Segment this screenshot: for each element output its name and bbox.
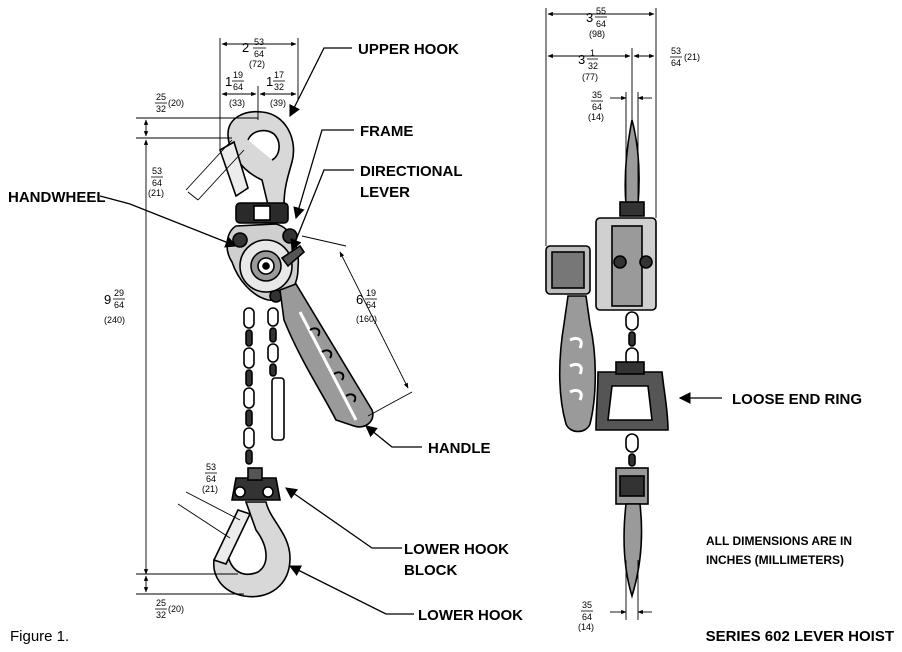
svg-text:(21): (21) (684, 52, 700, 62)
svg-text:1: 1 (266, 74, 273, 89)
svg-text:35: 35 (592, 90, 602, 100)
svg-text:3: 3 (578, 52, 585, 67)
svg-text:32: 32 (274, 82, 284, 92)
dim-chain-width-bottom: 35 64 (14) (578, 600, 594, 632)
label-frame: FRAME (360, 123, 413, 140)
svg-text:(77): (77) (582, 72, 598, 82)
dim-upper-throat: 53 64 (21) (148, 166, 164, 198)
leader-handle (365, 425, 422, 448)
label-directional-lever-line1: DIRECTIONAL (360, 163, 463, 180)
leader-directional-lever (290, 169, 354, 252)
svg-text:55: 55 (596, 6, 606, 16)
svg-text:64: 64 (206, 474, 216, 484)
dim-side-right: 53 64 (21) (670, 46, 700, 68)
dim-side-left: 3 1 32 (77) (578, 48, 598, 82)
label-handle: HANDLE (428, 440, 491, 457)
dim-right-half: 1 17 32 (39) (266, 70, 286, 108)
svg-text:17: 17 (274, 70, 284, 80)
svg-text:25: 25 (156, 92, 166, 102)
lower-hook-shape (213, 501, 291, 598)
label-lower-hook-block-line2: BLOCK (404, 562, 457, 579)
svg-text:53: 53 (254, 37, 264, 47)
figure-caption: Figure 1. (10, 628, 70, 645)
svg-text:64: 64 (671, 58, 681, 68)
svg-text:(72): (72) (249, 59, 265, 69)
dim-handle-length: 6 19 64 (160) (356, 288, 377, 324)
svg-text:64: 64 (582, 612, 592, 622)
svg-text:64: 64 (233, 82, 243, 92)
leader-upper-hook (289, 47, 352, 118)
svg-text:(98): (98) (589, 29, 605, 39)
dim-chain-width-top: 35 64 (14) (588, 90, 604, 122)
svg-text:19: 19 (366, 288, 376, 298)
svg-text:35: 35 (582, 600, 592, 610)
svg-text:64: 64 (366, 300, 376, 310)
label-lower-hook-block-line1: LOWER HOOK (404, 541, 509, 558)
svg-text:1: 1 (590, 48, 595, 58)
svg-text:29: 29 (114, 288, 124, 298)
series-title: SERIES 602 LEVER HOIST (705, 628, 894, 645)
svg-text:(21): (21) (148, 188, 164, 198)
svg-text:(39): (39) (270, 98, 286, 108)
leader-frame (293, 129, 354, 220)
label-handwheel: HANDWHEEL (8, 189, 106, 206)
dim-top-width: 2 53 64 (72) (242, 37, 266, 69)
svg-text:(14): (14) (588, 112, 604, 122)
svg-text:53: 53 (206, 462, 216, 472)
svg-text:(240): (240) (104, 315, 125, 325)
dim-upper-offset: 25 32 (20) (155, 92, 184, 114)
side-view-hoist (545, 119, 669, 599)
svg-text:64: 64 (114, 300, 124, 310)
label-loose-end-ring: LOOSE END RING (732, 391, 862, 408)
leader-handwheel (99, 195, 238, 248)
svg-text:19: 19 (233, 70, 243, 80)
svg-text:6: 6 (356, 292, 363, 307)
svg-text:32: 32 (156, 104, 166, 114)
leader-lower-hook-block (285, 487, 402, 549)
svg-text:32: 32 (156, 610, 166, 620)
label-directional-lever-line2: LEVER (360, 184, 410, 201)
units-note: ALL DIMENSIONS ARE IN INCHES (MILLIMETER… (706, 532, 902, 570)
dim-lower-throat: 53 64 (21) (202, 462, 218, 494)
svg-text:3: 3 (586, 10, 593, 25)
svg-text:64: 64 (596, 19, 606, 29)
leader-lower-hook (288, 565, 414, 615)
svg-text:(21): (21) (202, 484, 218, 494)
dim-side-total: 3 55 64 (98) (586, 6, 607, 39)
svg-text:2: 2 (242, 40, 249, 55)
units-note-line1: ALL DIMENSIONS ARE IN (706, 534, 853, 548)
dim-lower-offset: 25 32 (20) (155, 598, 184, 620)
leader-lines (99, 47, 722, 615)
svg-text:(160): (160) (356, 314, 377, 324)
units-note-line2: INCHES (MILLIMETERS) (706, 553, 844, 567)
svg-text:1: 1 (225, 74, 232, 89)
svg-text:53: 53 (152, 166, 162, 176)
dim-overall-height: 9 29 64 (240) (104, 288, 125, 325)
side-upper-hook (624, 119, 640, 206)
front-view-hoist (212, 110, 374, 598)
label-lower-hook: LOWER HOOK (418, 607, 523, 624)
svg-text:(33): (33) (229, 98, 245, 108)
svg-text:53: 53 (671, 46, 681, 56)
label-upper-hook: UPPER HOOK (358, 41, 459, 58)
side-lower-hook (623, 503, 643, 599)
svg-text:(14): (14) (578, 622, 594, 632)
svg-text:64: 64 (592, 102, 602, 112)
svg-text:(20): (20) (168, 604, 184, 614)
dim-left-half: 1 19 64 (33) (225, 70, 245, 108)
svg-text:9: 9 (104, 292, 111, 307)
svg-text:64: 64 (152, 178, 162, 188)
svg-text:64: 64 (254, 49, 264, 59)
svg-text:32: 32 (588, 61, 598, 71)
svg-text:25: 25 (156, 598, 166, 608)
svg-text:(20): (20) (168, 98, 184, 108)
dimension-lines (136, 8, 657, 620)
